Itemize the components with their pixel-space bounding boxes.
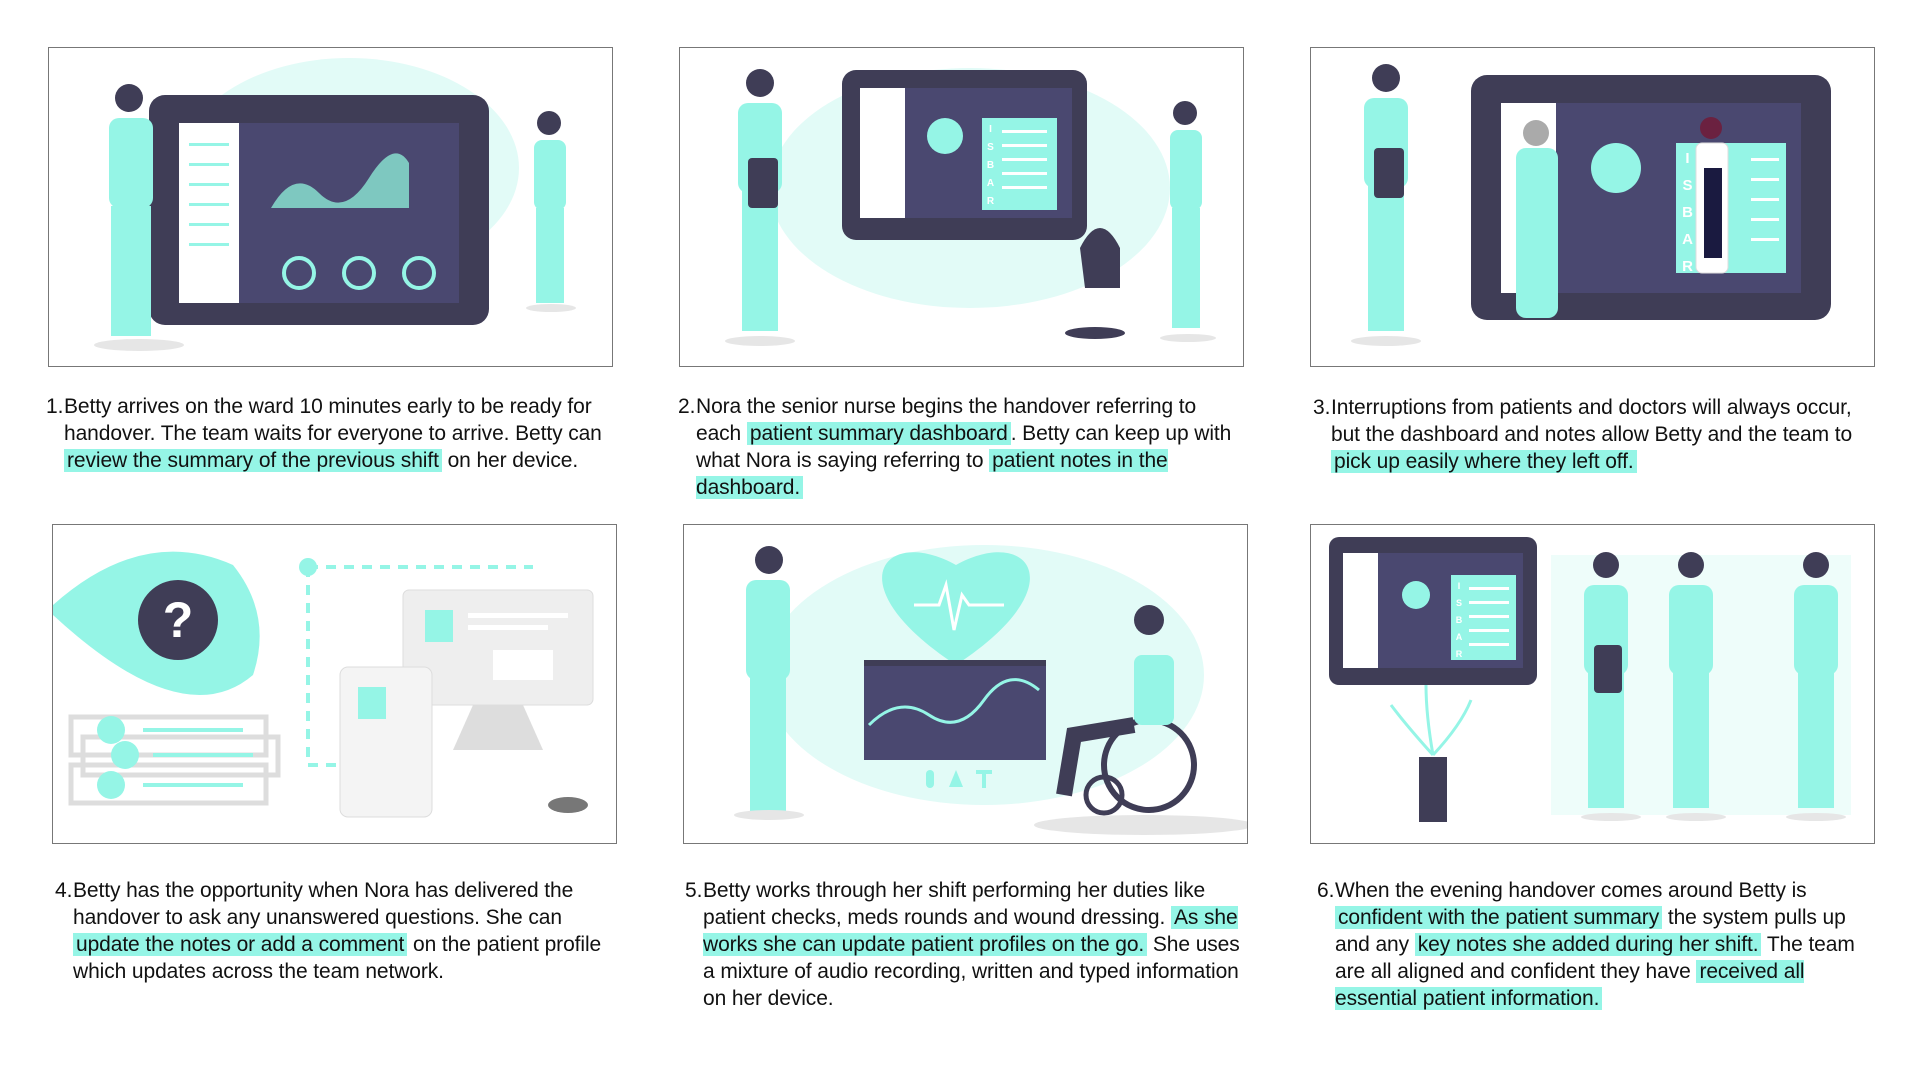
caption-text: . Betty can keep up with what Nora is sa…: [696, 422, 1232, 472]
isbar-screen-letters: ISBAR: [985, 124, 996, 214]
caption-text: Interruptions from patients and doctors …: [1331, 396, 1853, 446]
scene-1-caption: 1.Betty arrives on the ward 10 minutes e…: [46, 393, 606, 474]
highlighted-text: pick up easily where they left off.: [1331, 450, 1637, 473]
scene-6-illustration: ISBAR: [1310, 524, 1875, 844]
caption-text: Betty has the opportunity when Nora has …: [73, 879, 574, 929]
isbar-screen-letters: ISBAR: [1454, 581, 1464, 666]
scene-3-caption: 3.Interruptions from patients and doctor…: [1313, 394, 1873, 475]
highlighted-text: confident with the patient summary: [1335, 906, 1663, 929]
scene-number: 1.: [46, 395, 64, 418]
caption-text: When the evening handover comes around B…: [1335, 879, 1807, 902]
nurse-wheelchair-patient-heart-illustration: [734, 545, 1247, 835]
scene-5-caption: 5.Betty works through her shift performi…: [685, 877, 1245, 1012]
scene-2-caption: 2.Nora the senior nurse begins the hando…: [678, 393, 1238, 501]
caption-text: Betty works through her shift performing…: [703, 879, 1206, 929]
scene-5-illustration: [683, 524, 1248, 844]
scene-2-illustration: ISBAR: [679, 47, 1244, 367]
caption-text: the system pulls up and any: [1335, 906, 1846, 956]
highlighted-text: patient summary dashboard: [746, 422, 1011, 445]
senior-nurse-isbar-dashboard-illustration: [725, 68, 1216, 346]
caption-body: Betty arrives on the ward 10 minutes ear…: [46, 393, 606, 474]
audio-written-typed-icons: [926, 770, 992, 788]
isbar-screen-letters: ISBAR: [1679, 150, 1696, 285]
scene-6-caption: 6.When the evening handover comes around…: [1317, 877, 1877, 1012]
scene-3-illustration: ISBAR: [1310, 47, 1875, 367]
highlighted-text: update the notes or add a comment: [73, 933, 408, 956]
question-mark-icon: ?: [163, 592, 194, 648]
scene-4-illustration: ?: [52, 524, 617, 844]
caption-text: on the patient profile which updates acr…: [73, 933, 602, 983]
caption-text: She uses a mixture of audio recording, w…: [703, 933, 1240, 1010]
scene-4-caption: 4.Betty has the opportunity when Nora ha…: [55, 877, 615, 985]
caption-text: on her device.: [441, 449, 579, 472]
caption-body: Nora the senior nurse begins the handove…: [678, 393, 1238, 501]
doctor-patient-interruption-illustration: [1351, 64, 1831, 346]
scene-1-illustration: [48, 47, 613, 367]
caption-body: Betty works through her shift performing…: [685, 877, 1245, 1012]
caption-body: Betty has the opportunity when Nora has …: [55, 877, 615, 985]
scene-number: 5.: [685, 879, 703, 902]
caption-body: When the evening handover comes around B…: [1317, 877, 1877, 1012]
scene-number: 4.: [55, 879, 73, 902]
highlighted-text: key notes she added during her shift.: [1414, 933, 1762, 956]
scene-number: 3.: [1313, 396, 1331, 419]
nurse-with-dashboard-tablet-illustration: [94, 58, 576, 351]
check-icon: [299, 558, 317, 576]
highlighted-text: review the summary of the previous shift: [64, 449, 442, 472]
caption-text: The team are all aligned and confident t…: [1335, 933, 1855, 983]
caption-text: Nora the senior nurse begins the handove…: [696, 395, 1197, 445]
scene-number: 6.: [1317, 879, 1335, 902]
caption-body: Interruptions from patients and doctors …: [1313, 394, 1873, 475]
scene-number: 2.: [678, 395, 696, 418]
evening-handover-team-illustration: [1329, 537, 1851, 822]
questions-sync-devices-illustration: ?: [53, 551, 594, 818]
caption-text: Betty arrives on the ward 10 minutes ear…: [64, 395, 602, 445]
